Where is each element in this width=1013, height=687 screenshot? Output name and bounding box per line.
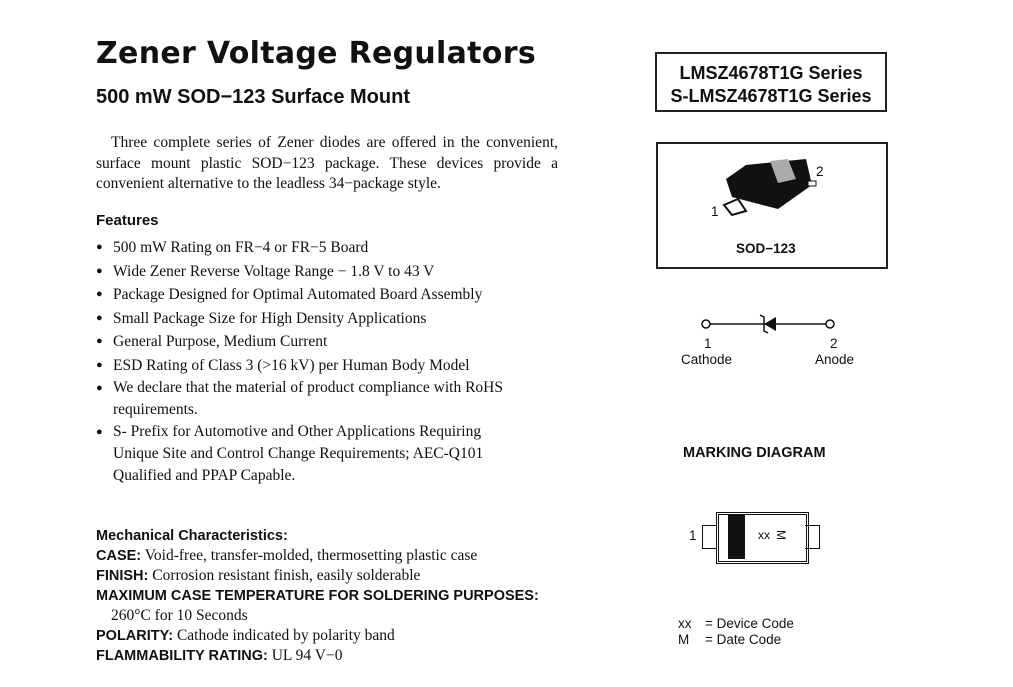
series-name: LMSZ4678T1G Series — [679, 63, 863, 83]
package-box: 2 1 SOD−123 — [656, 142, 888, 269]
mechanical-characteristics: Mechanical Characteristics: CASE: Void-f… — [96, 526, 539, 666]
intro-paragraph: Three complete series of Zener diodes ar… — [96, 134, 558, 192]
marking-diagram: xx M — [702, 512, 822, 564]
list-item: S- Prefix for Automotive and Other Appli… — [96, 421, 518, 487]
maxtemp-label: MAXIMUM CASE TEMPERATURE FOR SOLDERING P… — [96, 588, 539, 604]
legend-key: xx — [678, 616, 692, 631]
package-name: SOD−123 — [736, 241, 796, 256]
pin2-label: 2 — [816, 164, 824, 179]
page-subtitle: 500 mW SOD−123 Surface Mount — [96, 86, 410, 108]
list-item: We declare that the material of product … — [96, 377, 513, 421]
cathode-pin-number: 1 — [704, 336, 712, 351]
finish-value: Corrosion resistant finish, easily solde… — [152, 567, 421, 584]
maxtemp-value: 260°C for 10 Seconds — [111, 607, 248, 624]
flammability-value: UL 94 V−0 — [271, 647, 343, 664]
legend-value: = Date Code — [705, 632, 782, 647]
series-box: LMSZ4678T1G Series S-LMSZ4678T1G Series — [655, 52, 887, 112]
legend-value: = Device Code — [705, 616, 794, 631]
sod123-package-icon — [722, 159, 817, 217]
cathode-label: Cathode — [681, 352, 733, 367]
list-item: Package Designed for Optimal Automated B… — [96, 283, 526, 307]
features-list: 500 mW Rating on FR−4 or FR−5 Board Wide… — [96, 236, 526, 487]
legend-key: M — [678, 632, 690, 647]
anode-label: Anode — [815, 352, 855, 367]
case-value: Void-free, transfer-molded, thermosettin… — [144, 547, 478, 564]
series-name: S-LMSZ4678T1G Series — [670, 86, 872, 106]
mech-heading: Mechanical Characteristics: — [96, 528, 288, 544]
marking-heading: MARKING DIAGRAM — [683, 445, 826, 461]
device-code: xx — [758, 528, 770, 542]
case-label: CASE: — [96, 548, 142, 564]
flammability-label: FLAMMABILITY RATING: — [96, 648, 268, 664]
page-title: Zener Voltage Regulators — [96, 36, 536, 71]
date-code: M — [774, 530, 788, 540]
marking-pin1-label: 1 — [689, 528, 697, 543]
list-item: Wide Zener Reverse Voltage Range − 1.8 V… — [96, 260, 526, 284]
features-heading: Features — [96, 212, 159, 229]
zener-diode-symbol-icon — [701, 314, 835, 334]
list-item: ESD Rating of Class 3 (>16 kV) per Human… — [96, 354, 526, 378]
list-item: 500 mW Rating on FR−4 or FR−5 Board — [96, 236, 526, 260]
list-item: Small Package Size for High Density Appl… — [96, 307, 526, 331]
finish-label: FINISH: — [96, 568, 149, 584]
marking-legend: xx = Device Code M = Date Code — [678, 616, 794, 648]
list-item: General Purpose, Medium Current — [96, 330, 526, 354]
polarity-label: POLARITY: — [96, 628, 174, 644]
pin1-label: 1 — [711, 204, 719, 219]
anode-pin-number: 2 — [830, 336, 838, 351]
polarity-value: Cathode indicated by polarity band — [176, 627, 395, 644]
